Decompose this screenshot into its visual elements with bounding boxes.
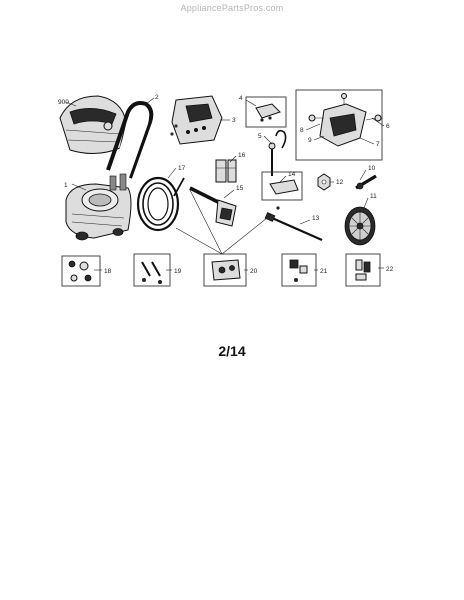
callout-7: 7 (376, 141, 380, 148)
callout-21: 21 (320, 268, 328, 275)
kit-box-19 (133, 253, 171, 287)
kit-box-18 (61, 255, 101, 287)
callout-13: 13 (312, 215, 320, 222)
callout-16: 16 (238, 152, 246, 159)
page-number: 2/14 (218, 343, 246, 359)
pump-assembly-6 (295, 89, 383, 161)
watermark-text: AppliancePartsPros.com (180, 3, 284, 13)
callout-12: 12 (336, 179, 344, 186)
callout-15: 15 (236, 185, 244, 192)
engine-part (59, 95, 127, 154)
frame-part (65, 173, 132, 241)
kit-20-leaders (175, 189, 273, 255)
bracket-part (215, 159, 237, 183)
callout-9: 9 (308, 137, 312, 144)
kit-box-20 (203, 253, 247, 287)
spray-gun-part (189, 186, 237, 227)
soap-kit-14 (261, 171, 303, 210)
callout-6: 6 (386, 123, 390, 130)
callout-14: 14 (288, 171, 296, 178)
callout-19: 19 (174, 268, 182, 275)
hook-part (268, 129, 287, 176)
callout-10: 10 (368, 165, 376, 172)
callout-labels: 900 1 2 3 4 5 6 7 8 9 10 11 12 13 14 15 … (58, 94, 394, 275)
wheel-part (344, 206, 376, 246)
callout-leaders (65, 97, 385, 271)
callout-3: 3 (232, 117, 236, 124)
callout-11: 11 (370, 193, 377, 200)
callout-1: 1 (64, 182, 68, 189)
callout-900: 900 (58, 99, 69, 106)
callout-20: 20 (250, 268, 258, 275)
callout-2: 2 (155, 94, 159, 101)
kit-box-21 (281, 253, 317, 287)
nozzle-part (355, 174, 377, 190)
hose-part (136, 176, 185, 232)
callout-5: 5 (258, 133, 262, 140)
callout-18: 18 (104, 268, 112, 275)
callout-17: 17 (178, 165, 186, 172)
callout-22: 22 (386, 266, 394, 273)
control-panel-part (170, 95, 223, 145)
callout-8: 8 (300, 127, 304, 134)
nut-part (317, 173, 331, 191)
callout-4: 4 (239, 95, 243, 102)
hardware-kit-4 (245, 96, 287, 128)
lance-part (264, 212, 323, 242)
kit-box-22 (345, 253, 381, 287)
